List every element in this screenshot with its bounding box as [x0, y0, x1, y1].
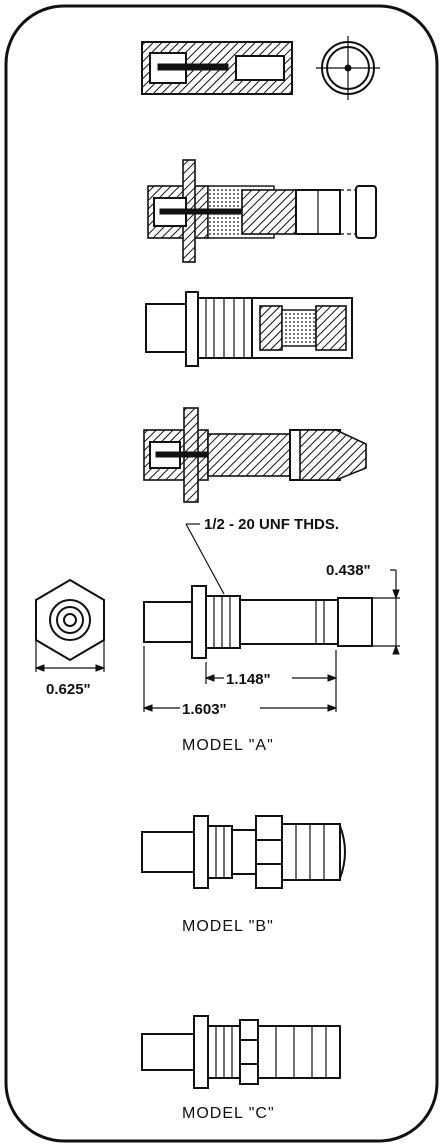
model-a-label: MODEL "A"	[182, 737, 274, 754]
dim-height: 0.438"	[326, 562, 371, 579]
cutaway-drawing-4	[143, 407, 367, 503]
model-a-drawing: 0.438"	[143, 562, 400, 659]
outer-frame	[4, 4, 439, 1143]
thread-annotation: 1/2 - 20 UNF THDS.	[185, 516, 339, 595]
dim-length-overall: 1.603"	[182, 701, 227, 718]
model-b-label: MODEL "B"	[182, 918, 274, 935]
dim-length-short: 1.148"	[226, 671, 271, 688]
cutaway-drawing-3	[145, 291, 353, 367]
cutaway-drawing-1	[141, 41, 293, 95]
dim-across-flats: 0.625"	[46, 681, 91, 698]
end-view-circle	[316, 36, 380, 100]
length-dimensions: 1.148" 1.603"	[142, 646, 338, 718]
model-c-drawing	[141, 1015, 341, 1089]
cutaway-drawing-2	[147, 159, 377, 263]
thread-label: 1/2 - 20 UNF THDS.	[204, 516, 339, 533]
model-c-label: MODEL "C"	[182, 1105, 275, 1122]
model-b-drawing	[141, 815, 346, 889]
hex-end-view: 0.625"	[34, 578, 106, 698]
